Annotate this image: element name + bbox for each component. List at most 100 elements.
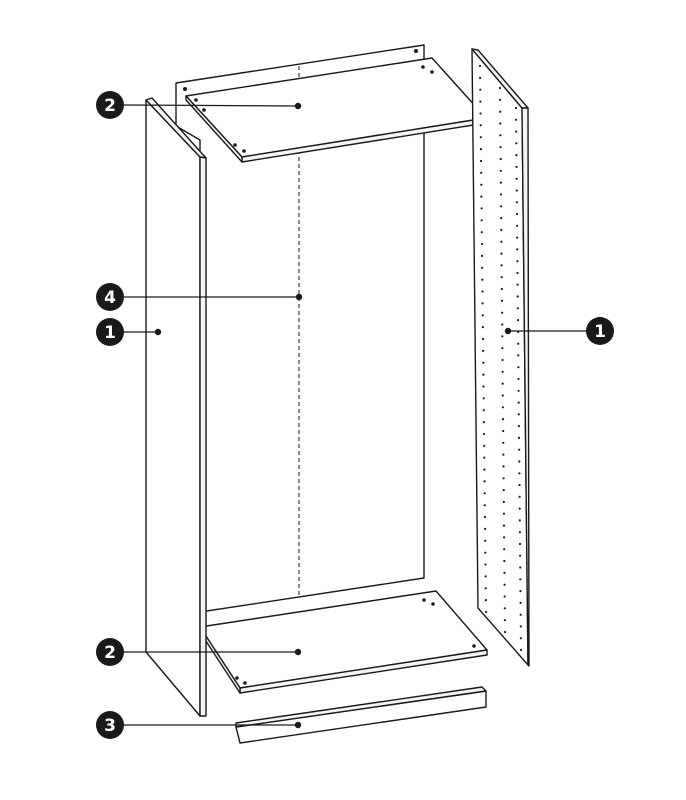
pin-hole <box>500 287 503 291</box>
pin-hole <box>481 266 484 269</box>
pin-hole <box>519 566 522 569</box>
pin-hole <box>518 542 522 546</box>
pin-hole <box>480 171 483 174</box>
pin-hole <box>501 358 504 362</box>
pin-hole <box>502 429 505 433</box>
pin-hole <box>503 630 507 634</box>
pin-hole <box>482 409 485 412</box>
pin-hole <box>479 148 482 151</box>
pin-hole <box>518 531 522 534</box>
pin-hole <box>484 527 487 531</box>
pin-hole <box>499 169 502 172</box>
pin-hole <box>503 548 506 551</box>
pin-hole <box>482 349 485 352</box>
pin-hole <box>515 130 518 133</box>
pin-hole <box>501 311 504 314</box>
right-side-panel <box>471 48 530 667</box>
pin-hole <box>484 551 487 554</box>
pin-hole <box>482 373 485 376</box>
pin-hole <box>518 460 521 463</box>
pin-hole <box>517 413 520 416</box>
pin-hole <box>483 444 486 447</box>
pin-hole <box>483 456 486 459</box>
pin-hole <box>500 299 504 302</box>
pin-hole <box>499 193 503 196</box>
pin-hole <box>501 347 504 350</box>
pin-hole <box>515 201 519 204</box>
pin-hole <box>502 524 506 527</box>
pin-hole <box>516 236 519 239</box>
pin-hole <box>502 465 505 468</box>
pin-hole <box>479 100 482 103</box>
pin-hole <box>482 421 485 424</box>
pin-hole <box>499 98 502 101</box>
pin-hole <box>517 436 521 439</box>
pin-hole <box>483 504 486 507</box>
pin-hole <box>481 290 484 293</box>
pin-hole <box>516 307 519 310</box>
pin-hole <box>483 468 486 471</box>
pin-hole <box>480 219 483 222</box>
pin-hole <box>517 366 520 369</box>
pin-hole <box>503 536 506 539</box>
pin-hole <box>499 134 502 137</box>
pin-hole <box>499 157 502 161</box>
pin-hole <box>480 195 483 198</box>
plinth <box>235 686 487 744</box>
callout-number: 4 <box>104 288 116 308</box>
pin-hole <box>481 254 484 257</box>
pin-hole <box>519 590 522 593</box>
pin-hole <box>519 625 522 628</box>
pin-hole <box>501 370 504 373</box>
pin-hole <box>502 500 505 503</box>
pin-hole <box>500 264 503 267</box>
callout-bottom-shelf: 2 <box>96 638 302 666</box>
pin-hole <box>503 583 506 586</box>
pin-hole <box>484 587 487 590</box>
pin-hole <box>502 477 505 480</box>
pin-hole <box>503 619 506 622</box>
pin-hole <box>483 480 486 483</box>
pin-hole <box>501 382 504 385</box>
pin-hole <box>518 448 521 451</box>
pin-hole <box>484 610 488 614</box>
pin-hole <box>499 181 502 184</box>
pin-hole <box>518 495 521 498</box>
pin-hole <box>515 154 518 157</box>
pin-hole <box>481 302 484 305</box>
pin-hole <box>500 240 503 243</box>
pin-hole <box>500 217 503 220</box>
pin-hole <box>516 319 520 322</box>
callout-back-panel: 4 <box>96 283 303 311</box>
pin-hole <box>501 406 504 409</box>
pin-hole <box>480 207 483 210</box>
pin-hole <box>501 335 504 338</box>
pin-hole <box>502 489 505 492</box>
pin-hole <box>514 106 518 110</box>
pin-hole <box>478 64 482 68</box>
pin-hole <box>519 637 523 640</box>
pin-hole <box>481 314 484 317</box>
pin-hole <box>479 124 482 127</box>
pin-hole <box>499 146 502 149</box>
pin-hole <box>516 224 519 227</box>
pin-hole <box>498 86 502 90</box>
pin-hole <box>515 142 518 145</box>
pin-hole <box>503 571 506 575</box>
bottom-shelf <box>199 590 488 694</box>
callout-number: 1 <box>594 322 606 342</box>
pin-hole <box>484 575 487 578</box>
pin-hole <box>482 397 485 400</box>
pin-hole <box>503 559 506 563</box>
callout-plinth: 3 <box>96 711 302 739</box>
pin-hole <box>479 112 482 115</box>
pin-hole <box>519 554 522 557</box>
pin-hole <box>481 326 484 329</box>
pin-hole <box>484 539 487 542</box>
pin-hole <box>503 607 506 610</box>
pin-hole <box>482 361 485 364</box>
pin-hole <box>515 118 518 121</box>
callout-top-shelf: 2 <box>96 91 302 119</box>
pin-hole <box>515 189 518 192</box>
shelf-pin-holes <box>478 64 523 652</box>
